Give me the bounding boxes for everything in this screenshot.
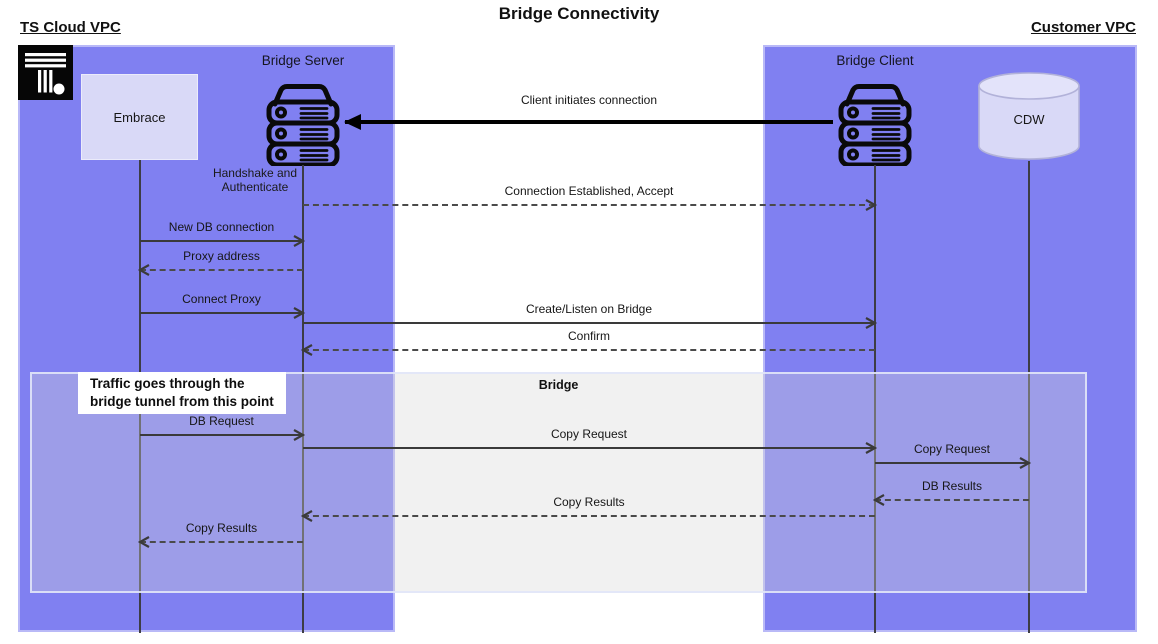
arrow-line xyxy=(875,462,1029,464)
message-label: Client initiates connection xyxy=(520,93,658,107)
message-label: Create/Listen on Bridge xyxy=(525,302,653,316)
arrow-line xyxy=(140,312,303,314)
traffic-note: Traffic goes through the bridge tunnel f… xyxy=(78,372,286,414)
message-label: New DB connection xyxy=(168,220,275,234)
page-title: Bridge Connectivity xyxy=(498,4,660,23)
arrow-line xyxy=(303,322,875,324)
arrowhead-left-icon xyxy=(301,344,313,356)
lifeline-bridge-server xyxy=(302,165,304,633)
bridge-frame-label: Bridge xyxy=(538,378,579,392)
message-label: Connection Established, Accept xyxy=(504,184,674,198)
message-label: DB Results xyxy=(921,479,983,493)
thoughtspot-logo-icon xyxy=(18,45,73,100)
message-label: Proxy address xyxy=(183,249,260,263)
lifeline-cdw xyxy=(1028,161,1030,633)
lifeline-bridge-client xyxy=(874,165,876,633)
embrace-label: Embrace xyxy=(113,109,166,125)
arrow-line xyxy=(303,349,875,351)
handshake-note: Handshake and Authenticate xyxy=(212,166,298,194)
arrow-line xyxy=(140,269,303,271)
message-label: Copy Request xyxy=(550,427,628,441)
message-label: DB Request xyxy=(189,414,254,428)
message-label: Connect Proxy xyxy=(182,292,261,306)
arrowhead-left-icon xyxy=(138,264,150,276)
arrow-line xyxy=(303,447,875,449)
arrow-line xyxy=(303,515,875,517)
arrow-line xyxy=(875,499,1029,501)
message-label: Copy Results xyxy=(185,521,258,535)
arrowhead-right-icon xyxy=(865,442,877,454)
zone-label-customer-vpc: Customer VPC xyxy=(1030,19,1136,36)
arrow-line xyxy=(140,434,303,436)
arrowhead-right-icon xyxy=(293,235,305,247)
bridge-client-label: Bridge Client xyxy=(836,53,914,68)
arrowhead-right-icon xyxy=(293,307,305,319)
arrowhead-left-icon xyxy=(138,536,150,548)
message-label: Confirm xyxy=(567,329,610,343)
arrowhead-right-icon xyxy=(1019,457,1031,469)
bridge-server-icon xyxy=(266,84,340,166)
arrow-line xyxy=(140,240,303,242)
arrow-line xyxy=(140,541,303,543)
bridge-server-label: Bridge Server xyxy=(261,53,345,68)
arrowhead-right-icon xyxy=(865,199,877,211)
arrowhead-right-icon xyxy=(865,317,877,329)
cdw-database-icon xyxy=(978,72,1080,160)
message-label: Copy Request xyxy=(913,442,991,456)
arrow-line xyxy=(345,120,833,124)
arrowhead-left-icon xyxy=(873,494,885,506)
embrace-node: Embrace xyxy=(81,74,198,160)
arrowhead-right-icon xyxy=(293,429,305,441)
cdw-label: CDW xyxy=(1013,112,1045,127)
arrow-line xyxy=(303,204,875,206)
message-label: Copy Results xyxy=(553,495,625,509)
arrowhead-left-icon xyxy=(344,114,361,130)
arrowhead-left-icon xyxy=(301,510,313,522)
zone-label-ts-cloud-vpc: TS Cloud VPC xyxy=(20,19,121,36)
bridge-client-icon xyxy=(838,84,912,166)
